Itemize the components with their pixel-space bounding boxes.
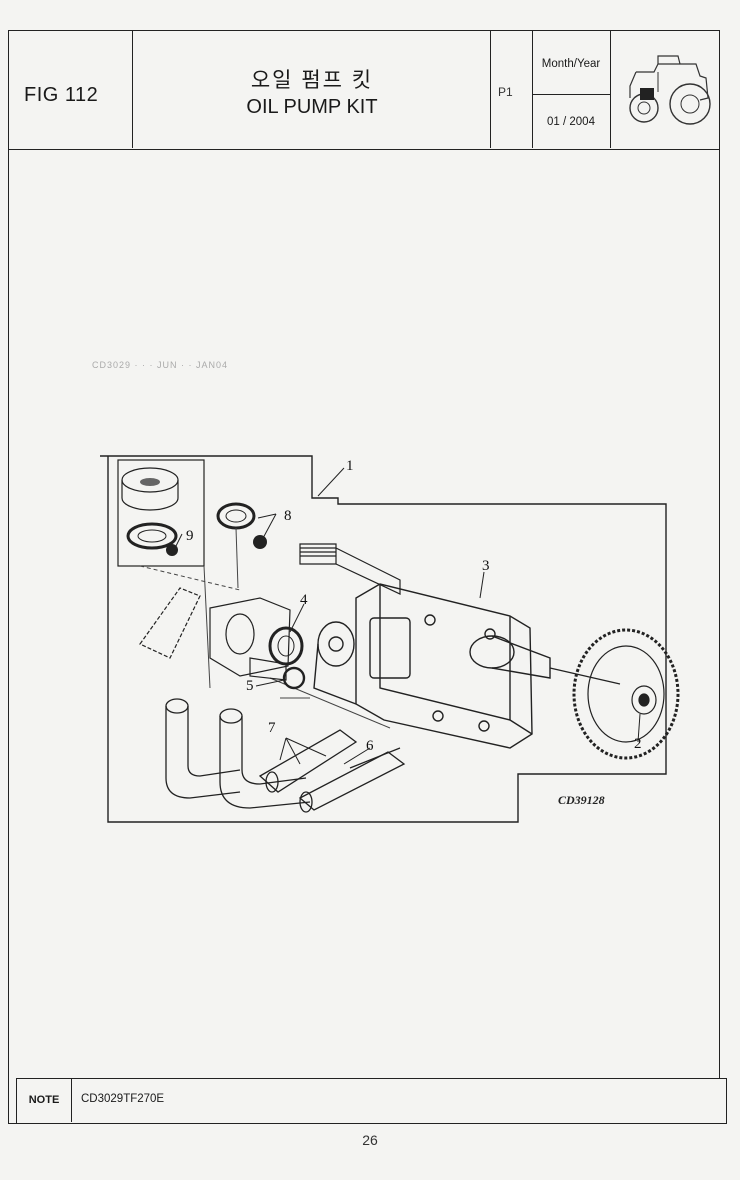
header-divider bbox=[132, 30, 133, 148]
callout-8: 8 bbox=[284, 508, 292, 524]
callout-4: 4 bbox=[300, 592, 308, 608]
page-number: 26 bbox=[362, 1132, 378, 1148]
inset-box bbox=[117, 459, 205, 567]
part-7-hose-icon bbox=[165, 698, 358, 809]
month-year-divider bbox=[532, 94, 610, 95]
header-divider bbox=[490, 30, 491, 148]
callout-9: 9 bbox=[186, 528, 194, 544]
oil-pump-exploded-diagram: 1 2 3 4 5 6 7 8 9 CD39128 bbox=[100, 455, 680, 823]
tractor-icon bbox=[629, 55, 711, 125]
callout-1: 1 bbox=[346, 458, 354, 474]
callout-5: 5 bbox=[246, 678, 254, 694]
part-9-seal-icon bbox=[121, 467, 179, 556]
engine-marker-icon bbox=[640, 88, 654, 100]
part-6-hose-icon bbox=[298, 747, 406, 813]
callout-6: 6 bbox=[366, 738, 374, 754]
page-code: P1 bbox=[498, 85, 513, 99]
diagram-boundary bbox=[100, 455, 667, 823]
header-divider bbox=[610, 30, 611, 148]
callout-leaders bbox=[175, 467, 641, 765]
part-5-ring-icon bbox=[282, 666, 306, 690]
title-korean: 오일 펌프 킷 bbox=[250, 69, 374, 92]
month-year-label: Month/Year bbox=[541, 58, 601, 70]
note-value: CD3029TF270E bbox=[81, 1093, 165, 1105]
figure-number: FIG 112 bbox=[24, 84, 99, 106]
note-bar: NOTE CD3029TF270E bbox=[16, 1078, 727, 1124]
callout-2: 2 bbox=[634, 736, 642, 752]
callout-7: 7 bbox=[268, 720, 276, 736]
part-8-ring-icon bbox=[216, 502, 267, 549]
header: FIG 112 오일 펌프 킷 OIL PUMP KIT P1 Month/Ye… bbox=[8, 30, 720, 150]
callout-3: 3 bbox=[482, 558, 490, 574]
note-label: NOTE bbox=[17, 1079, 72, 1122]
drive-shaft-icon bbox=[299, 543, 401, 595]
guide-lines bbox=[139, 527, 391, 729]
faint-scan-text: CD3029 · · · JUN · · JAN04 bbox=[92, 360, 229, 370]
month-year-value: 01 / 2004 bbox=[547, 116, 595, 128]
housing-icon bbox=[139, 587, 291, 681]
title-english: OIL PUMP KIT bbox=[246, 96, 378, 118]
part-3-pump-body bbox=[313, 583, 551, 749]
diagram-code: CD39128 bbox=[558, 793, 605, 807]
part-2-gear-icon bbox=[549, 628, 680, 760]
header-divider bbox=[532, 30, 533, 148]
part-4-ring-icon bbox=[268, 626, 304, 666]
